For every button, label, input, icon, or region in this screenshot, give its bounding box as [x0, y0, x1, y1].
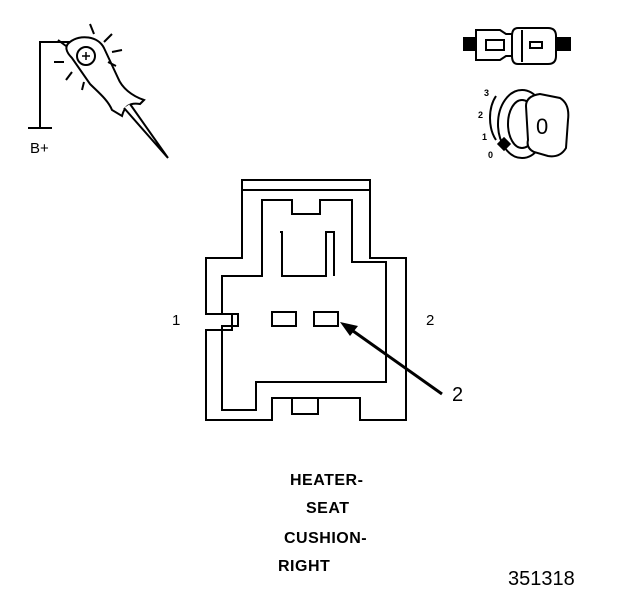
ignition-position-2: 2 — [478, 110, 484, 120]
connector-face — [205, 179, 407, 421]
title-line-3: CUSHION- — [284, 530, 368, 547]
callout-label: 2 — [452, 384, 464, 406]
pin-2-label: 2 — [426, 312, 435, 329]
figure-number: 351318 — [508, 568, 575, 590]
test-light-probe-icon — [28, 23, 169, 159]
ignition-position-1: 1 — [482, 132, 488, 142]
title-line-4: RIGHT — [278, 558, 331, 575]
ignition-position-3: 3 — [484, 88, 490, 98]
pin-1-label: 1 — [172, 312, 181, 329]
title-line-1: HEATER- — [290, 472, 364, 489]
ignition-key-icon — [489, 89, 570, 159]
ignition-key-label: 0 — [536, 114, 549, 139]
callout-arrow — [340, 322, 443, 396]
supply-label: B+ — [30, 140, 49, 157]
title-line-2: SEAT — [306, 500, 350, 517]
connector-disconnected-icon — [463, 27, 571, 65]
ignition-position-0: 0 — [488, 150, 494, 160]
